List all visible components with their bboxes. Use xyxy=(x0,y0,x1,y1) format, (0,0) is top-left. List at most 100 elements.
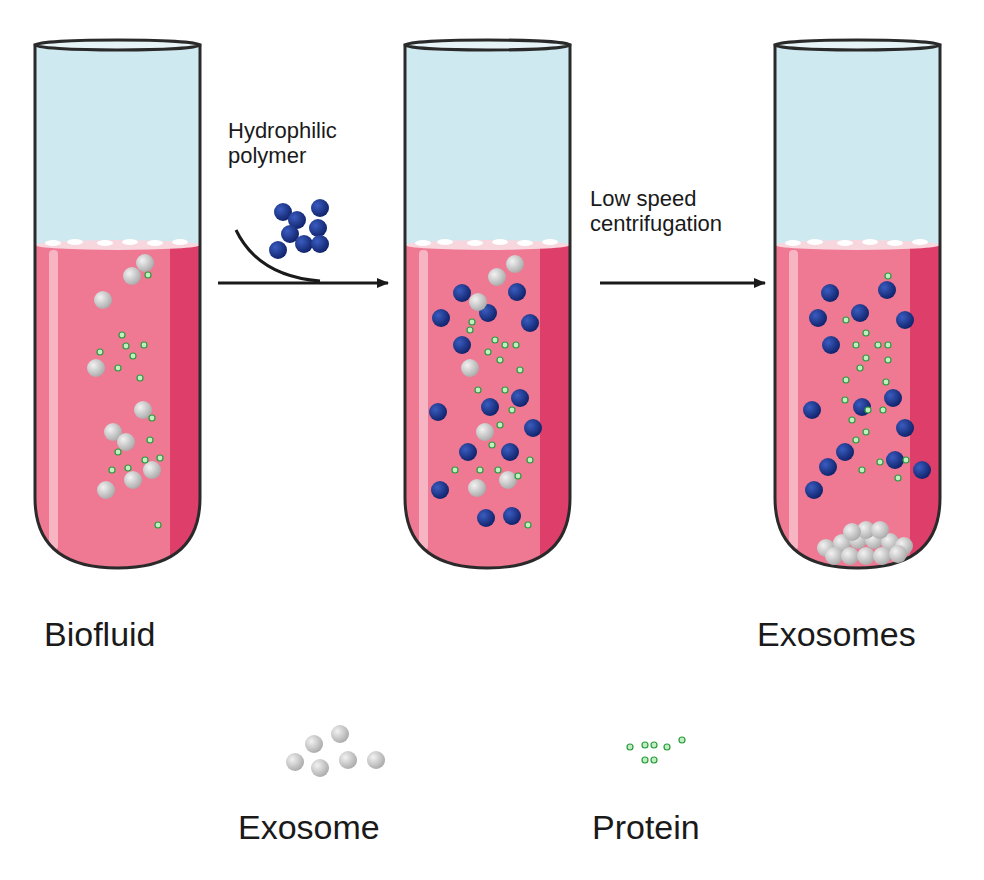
protein-sample xyxy=(651,742,657,748)
protein-particle xyxy=(123,343,129,349)
exosome-particle xyxy=(124,471,142,489)
protein-particle xyxy=(137,375,143,381)
exosome-sample xyxy=(367,751,385,769)
foam xyxy=(415,240,431,246)
polymer-particle xyxy=(477,509,495,527)
protein-particle xyxy=(853,342,859,348)
polymer-particle xyxy=(309,219,327,237)
exosome-particle xyxy=(117,433,135,451)
exosome-sample xyxy=(311,759,329,777)
protein-particle xyxy=(497,422,503,428)
tube-contents xyxy=(35,45,200,575)
protein-particle xyxy=(842,397,848,403)
exosome-particle xyxy=(143,461,161,479)
polymer-particle xyxy=(453,336,471,354)
polymer-particle xyxy=(821,284,839,302)
protein-particle xyxy=(509,407,515,413)
protein-particle xyxy=(489,442,495,448)
polymer-particle xyxy=(432,309,450,327)
exosome-particle xyxy=(873,547,891,565)
protein-particle xyxy=(147,437,153,443)
polymer-particle xyxy=(886,451,904,469)
protein-sample xyxy=(664,744,670,750)
exosome-particle xyxy=(97,481,115,499)
polymer-particle xyxy=(803,401,821,419)
polymer-particle xyxy=(508,283,526,301)
polymer-particle xyxy=(429,403,447,421)
protein-particle xyxy=(877,459,883,465)
protein-particle xyxy=(485,349,491,355)
foam xyxy=(147,240,163,246)
tube-label: Exosomes xyxy=(757,615,977,654)
protein-particle xyxy=(895,475,901,481)
protein-particle xyxy=(843,317,849,323)
exosome-particle xyxy=(136,254,154,272)
legend-text: Protein xyxy=(592,808,792,847)
polymer-particle xyxy=(453,284,471,302)
foam xyxy=(837,240,853,246)
protein-particle xyxy=(495,467,501,473)
polymer-particle xyxy=(481,398,499,416)
tube-air xyxy=(775,45,940,245)
meniscus xyxy=(405,240,570,250)
tube-contents xyxy=(405,45,570,575)
foam xyxy=(172,239,188,245)
exosome-particle xyxy=(841,547,859,565)
protein-particle xyxy=(119,332,125,338)
tube-rim xyxy=(775,40,940,50)
protein-particle xyxy=(469,319,475,325)
polymer-particle xyxy=(878,281,896,299)
protein-particle xyxy=(863,355,869,361)
foam xyxy=(807,239,823,245)
legend-samples xyxy=(286,725,685,777)
protein-particle xyxy=(883,379,889,385)
protein-particle xyxy=(130,353,136,359)
polymer-particle xyxy=(524,419,542,437)
meniscus xyxy=(775,240,940,250)
protein-sample xyxy=(651,757,657,763)
polymer-particle xyxy=(809,309,827,327)
protein-particle xyxy=(865,407,871,413)
step-label: Hydrophilic polymer xyxy=(228,118,358,169)
exosome-particle xyxy=(871,521,889,539)
liquid-highlight xyxy=(789,250,798,550)
step-label: Low speed centrifugation xyxy=(590,186,765,237)
meniscus xyxy=(35,240,200,250)
protein-particle xyxy=(149,415,155,421)
polymer-particle xyxy=(311,235,329,253)
foam xyxy=(97,240,113,246)
exosome-particle xyxy=(488,268,506,286)
protein-particle xyxy=(157,455,163,461)
protein-sample xyxy=(642,757,648,763)
tube-air xyxy=(35,45,200,245)
exosome-particle xyxy=(469,293,487,311)
protein-particle xyxy=(517,367,523,373)
polymer-particle xyxy=(805,481,823,499)
protein-particle xyxy=(515,473,521,479)
protein-particle xyxy=(525,522,531,528)
exosome-sample xyxy=(286,753,304,771)
protein-particle xyxy=(885,357,891,363)
exosome-particle xyxy=(843,523,861,541)
polymer-particle xyxy=(269,241,287,259)
polymer-particle xyxy=(431,481,449,499)
polymer-particle xyxy=(913,461,931,479)
process-arrow xyxy=(600,282,765,285)
polymer-particle xyxy=(501,443,519,461)
foam xyxy=(542,239,558,245)
protein-particle xyxy=(497,357,503,363)
exosome-particle xyxy=(476,423,494,441)
polymer-particle xyxy=(459,443,477,461)
polymer-particle xyxy=(884,389,902,407)
exosome-particle xyxy=(87,359,105,377)
exosome-particle xyxy=(123,267,141,285)
exosome-particle xyxy=(889,545,907,563)
protein-particle xyxy=(513,342,519,348)
tube-outline xyxy=(775,45,940,568)
tube-label: Biofluid xyxy=(44,615,264,654)
protein-particle xyxy=(875,342,881,348)
exosome-particle xyxy=(468,479,486,497)
protein-particle xyxy=(885,273,891,279)
polymer-particle xyxy=(896,419,914,437)
